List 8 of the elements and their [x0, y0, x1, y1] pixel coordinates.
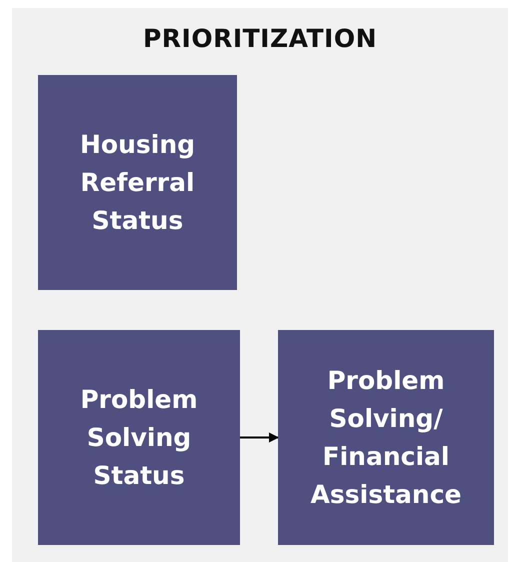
arrow — [240, 432, 279, 442]
status-box — [278, 330, 494, 545]
box-label: Problem Solving/ Financial Assistance — [310, 364, 462, 510]
title: PRIORITIZATION — [142, 24, 378, 53]
status-box — [38, 75, 237, 290]
status-box — [38, 330, 240, 545]
box-label: Housing Referral Status — [78, 128, 196, 236]
box-label: Problem Solving Status — [79, 384, 199, 492]
